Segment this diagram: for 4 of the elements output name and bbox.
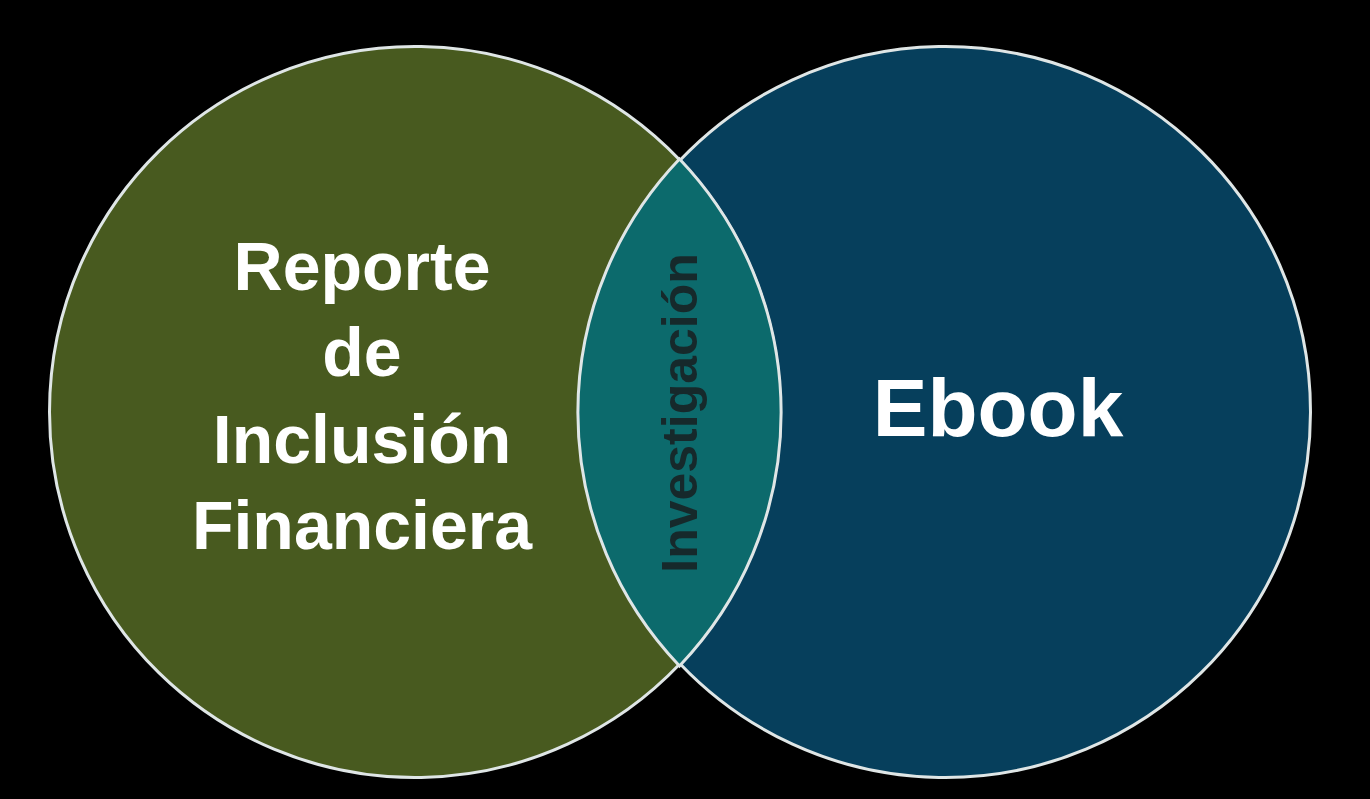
region-label: Ebook — [871, 363, 1125, 454]
region-label: Investigación — [654, 252, 705, 573]
overlap-region — [576, 157, 783, 668]
region-label: Reporte de Inclusión Financiera — [191, 227, 533, 566]
